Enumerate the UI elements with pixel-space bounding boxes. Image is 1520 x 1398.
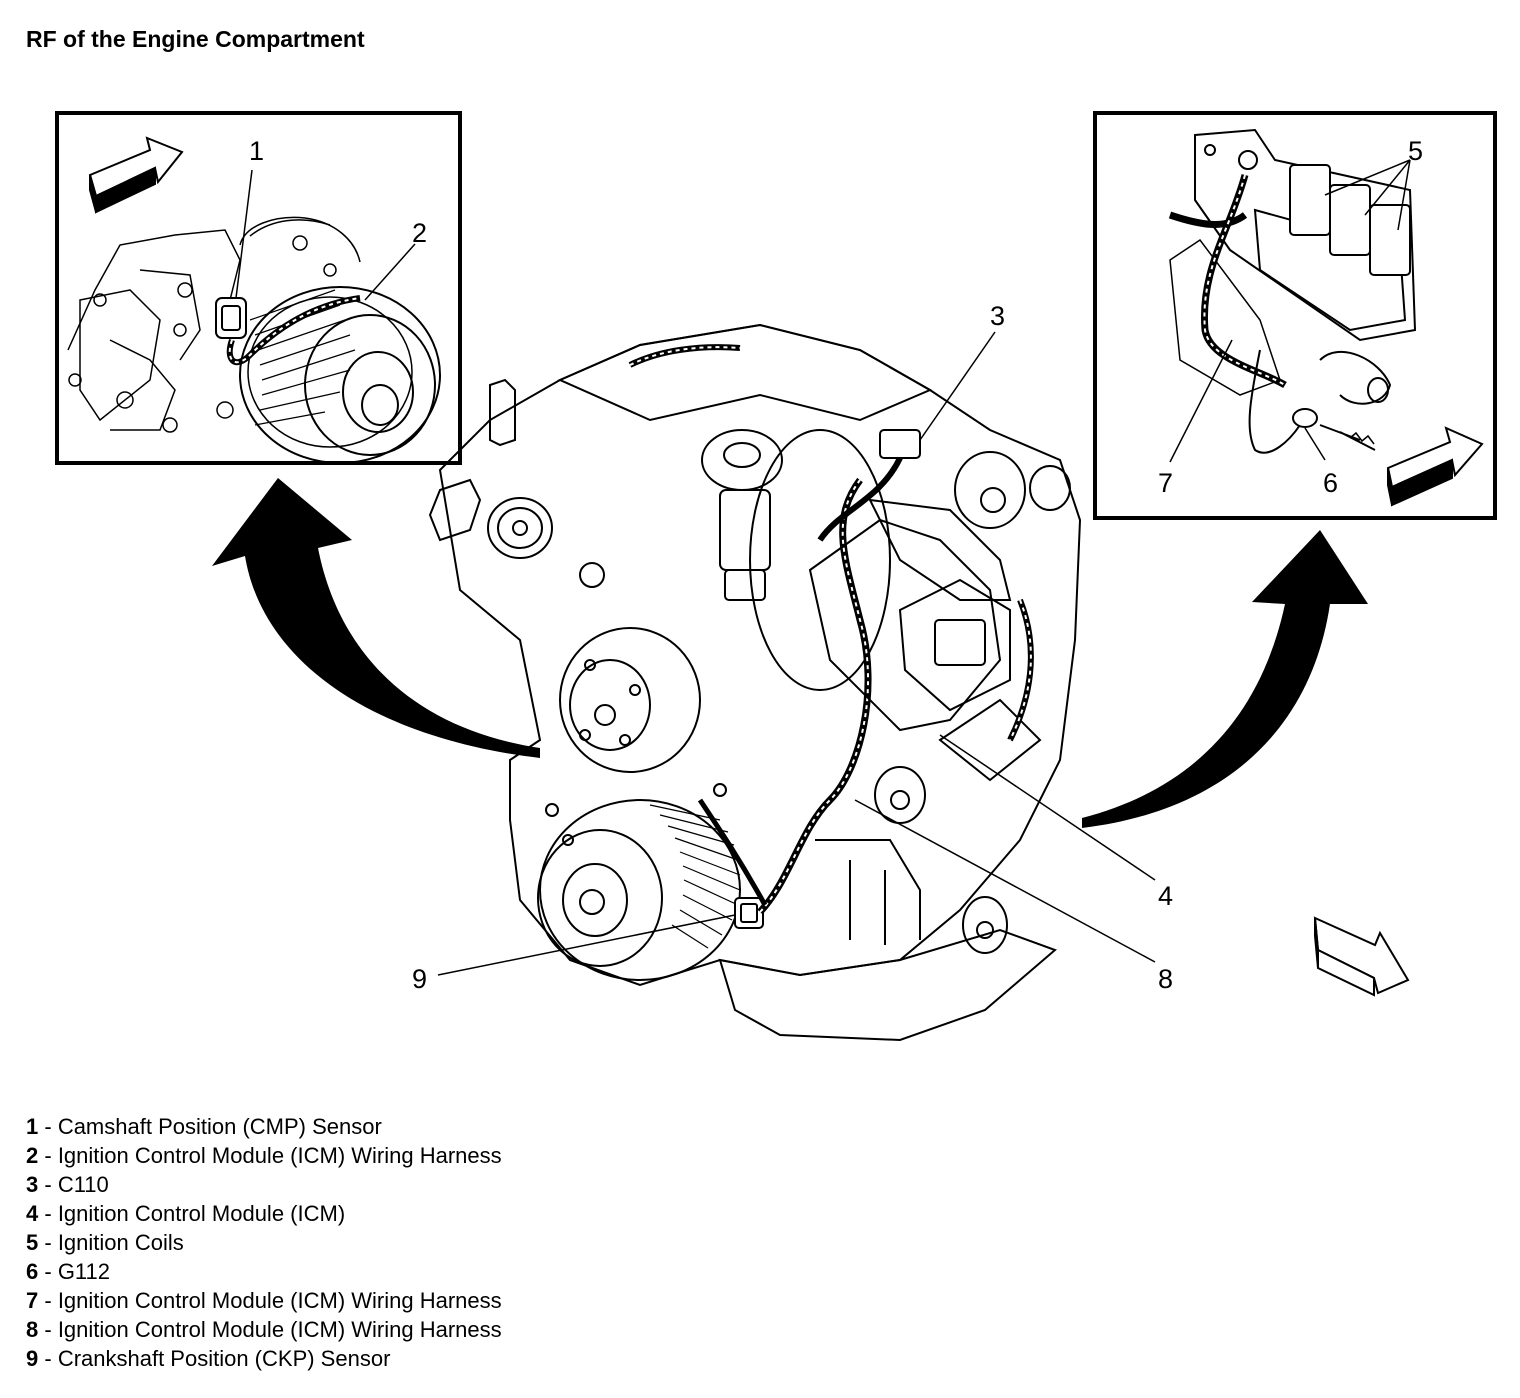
right-inset: 5 7 6: [1093, 111, 1497, 520]
right-inset-direction-arrow-icon: [1386, 426, 1484, 507]
leader-7: [1169, 339, 1233, 463]
right-inset-frame: [1093, 111, 1497, 520]
legend: 1 - Camshaft Position (CMP) Sensor 2 - I…: [26, 1112, 502, 1373]
leader-2: [364, 243, 416, 301]
leader-5a: [1324, 159, 1411, 196]
left-inset: 1 2: [55, 111, 462, 465]
engine-illustration: [428, 323, 1082, 1042]
c110-connector: [879, 429, 921, 459]
callout-7: 7: [1158, 468, 1173, 498]
legend-item: 3 - C110: [26, 1172, 109, 1197]
left-inset-pulley: [239, 286, 441, 464]
right-inset-coil-pack: [1169, 128, 1417, 405]
callout-9: 9: [412, 964, 427, 994]
legend-item: 9 - Crankshaft Position (CKP) Sensor: [26, 1346, 391, 1371]
engine-compartment-diagram: 1 2: [55, 111, 1497, 1042]
right-inset-harness: [1168, 174, 1301, 454]
leader-3: [919, 331, 996, 441]
legend-item: 1 - Camshaft Position (CMP) Sensor: [26, 1114, 382, 1139]
legend-item: 8 - Ignition Control Module (ICM) Wiring…: [26, 1317, 502, 1342]
leader-6: [1304, 427, 1326, 461]
right-curved-arrow-icon: [1082, 530, 1368, 828]
left-inset-engine-bracket: [67, 216, 361, 433]
callout-6: 6: [1323, 468, 1338, 498]
callout-5: 5: [1408, 136, 1423, 166]
leader-4: [939, 734, 1156, 881]
callout-2: 2: [412, 218, 427, 248]
leader-5c: [1397, 159, 1411, 231]
front-direction-arrow-icon: [1313, 916, 1410, 997]
left-inset-frame: [55, 111, 462, 465]
legend-item: 5 - Ignition Coils: [26, 1230, 184, 1255]
ckp-sensor: [734, 897, 764, 929]
page-title: RF of the Engine Compartment: [26, 26, 365, 52]
callout-8: 8: [1158, 964, 1173, 994]
legend-item: 6 - G112: [26, 1259, 110, 1284]
legend-item: 7 - Ignition Control Module (ICM) Wiring…: [26, 1288, 502, 1313]
leader-5b: [1364, 159, 1411, 216]
leader-8: [854, 799, 1156, 963]
left-inset-cmp-sensor: [215, 295, 361, 366]
leader-1: [235, 169, 253, 299]
right-inset-ground-g112: [1292, 408, 1376, 451]
legend-item: 4 - Ignition Control Module (ICM): [26, 1201, 346, 1226]
legend-item: 2 - Ignition Control Module (ICM) Wiring…: [26, 1143, 502, 1168]
callout-4: 4: [1158, 881, 1173, 911]
callout-1: 1: [249, 136, 264, 166]
callout-3: 3: [990, 301, 1005, 331]
left-curved-arrow-icon: [212, 478, 540, 758]
left-inset-direction-arrow-icon: [88, 136, 184, 214]
leader-9: [437, 914, 736, 976]
